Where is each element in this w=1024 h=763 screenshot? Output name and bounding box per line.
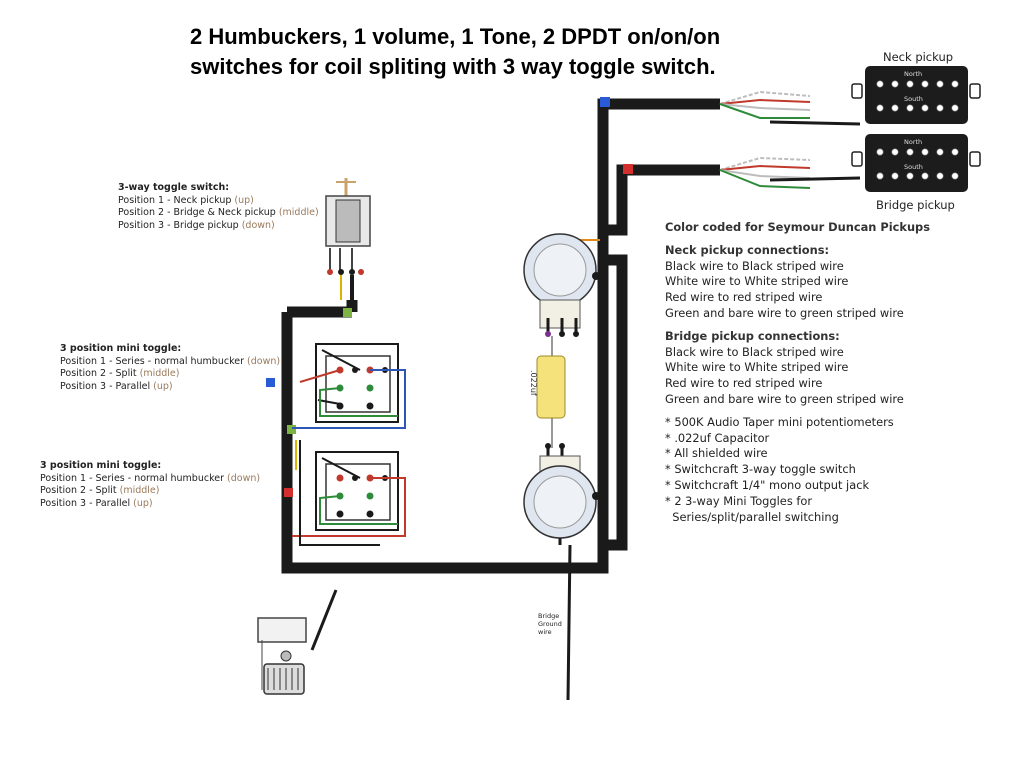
- capacitor-label: .022uf: [529, 370, 538, 396]
- output-jack: [257, 589, 338, 695]
- ground-bus: [281, 98, 720, 574]
- bridge-pickup: [851, 134, 981, 192]
- mini-toggle-1-position: Position 3 - Parallel (up): [60, 380, 173, 392]
- mini-toggle-1: [292, 343, 406, 429]
- neck-connection-line: Black wire to Black striped wire: [665, 258, 844, 273]
- neck-connections-heading: Neck pickup connections:: [665, 242, 830, 257]
- neck-south-label: South: [904, 95, 923, 103]
- page-title: 2 Humbuckers, 1 volume, 1 Tone, 2 DPDT o…: [190, 22, 810, 82]
- neck-north-label: North: [904, 70, 923, 78]
- neck-shield-marker: [600, 97, 610, 107]
- mini-toggle-1-heading: 3 position mini toggle:: [60, 343, 182, 354]
- parts-list-item: * 500K Audio Taper mini potentiometers: [665, 414, 894, 429]
- bridge-pickup-label: Bridge pickup: [876, 198, 955, 212]
- mini-toggle-2-label: 3 position mini toggle: Position 1 - Ser…: [40, 460, 260, 510]
- bridge-pickup-wires: [719, 156, 861, 189]
- toggle-3way-position: Position 3 - Bridge pickup (down): [118, 219, 275, 231]
- bridge-connections-heading: Bridge pickup connections:: [665, 328, 840, 343]
- toggle-3way-position: Position 1 - Neck pickup (up): [118, 194, 254, 206]
- color-coded-heading: Color coded for Seymour Duncan Pickups: [665, 220, 930, 234]
- mini-toggle-1-position: Position 2 - Split (middle): [60, 368, 180, 379]
- neck-pickup-label: Neck pickup: [883, 50, 954, 64]
- mini-toggle-2-position: Position 2 - Split (middle): [40, 485, 160, 496]
- parts-list-item: * 2 3-way Mini Toggles for: [665, 493, 813, 508]
- parts-list-item: * Switchcraft 3-way toggle switch: [665, 462, 856, 477]
- mini-toggle-2-position: Position 1 - Series - normal humbucker (…: [40, 472, 261, 484]
- volume-pot: [523, 233, 600, 337]
- capacitor: [536, 336, 566, 448]
- bridge-connection-line: Green and bare wire to green striped wir…: [665, 391, 904, 406]
- bridge-north-label: North: [904, 138, 923, 146]
- bridge-connection-line: Red wire to red striped wire: [665, 376, 823, 391]
- toggle-3way-heading: 3-way toggle switch:: [118, 182, 230, 193]
- bridge-shield-marker: [623, 164, 633, 174]
- mini-toggle-2: [292, 440, 406, 546]
- title-line-2: switches for coil spliting with 3 way to…: [190, 54, 716, 79]
- toggle-3way-position: Position 2 - Bridge & Neck pickup (middl…: [118, 207, 319, 218]
- neck-pickup: [851, 66, 981, 124]
- bridge-ground-label: Bridge Ground wire: [538, 612, 562, 636]
- mini2-shield-marker: [284, 488, 293, 497]
- neck-pickup-wires: [719, 90, 861, 126]
- mini-toggle-1-label: 3 position mini toggle: Position 1 - Ser…: [60, 343, 280, 393]
- tone-pot: [523, 443, 600, 545]
- parts-list-item: Series/split/parallel switching: [665, 509, 839, 524]
- mini-toggle-1-position: Position 1 - Series - normal humbucker (…: [60, 355, 281, 367]
- parts-list-item: * Switchcraft 1/4" mono output jack: [665, 477, 870, 492]
- mini-green-marker: [287, 425, 296, 434]
- neck-connection-line: Red wire to red striped wire: [665, 290, 823, 305]
- bridge-connection-line: Black wire to Black striped wire: [665, 344, 844, 359]
- neck-connection-line: White wire to White striped wire: [665, 274, 849, 289]
- toggle-3way-label: 3-way toggle switch: Position 1 - Neck p…: [118, 182, 319, 232]
- parts-list-item: * .022uf Capacitor: [665, 430, 770, 445]
- bridge-ground-wire: [566, 544, 572, 701]
- notes-panel: Color coded for Seymour Duncan Pickups N…: [665, 220, 930, 525]
- mini1-shield-marker: [266, 378, 275, 387]
- title-line-1: 2 Humbuckers, 1 volume, 1 Tone, 2 DPDT o…: [190, 24, 721, 49]
- neck-connection-line: Green and bare wire to green striped wir…: [665, 305, 904, 320]
- mini-toggle-2-heading: 3 position mini toggle:: [40, 460, 162, 471]
- three-way-toggle-switch: [325, 178, 371, 300]
- mini-toggle-2-position: Position 3 - Parallel (up): [40, 497, 153, 509]
- parts-list-item: * All shielded wire: [665, 446, 768, 461]
- bridge-connection-line: White wire to White striped wire: [665, 360, 849, 375]
- toggle-green-marker: [343, 308, 352, 317]
- bridge-south-label: South: [904, 163, 923, 171]
